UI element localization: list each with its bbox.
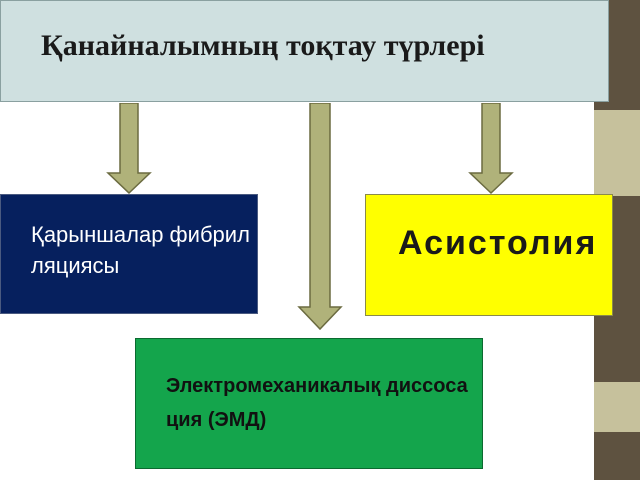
decor-stripe-4 bbox=[594, 382, 640, 432]
arrow-left bbox=[106, 103, 152, 195]
asystole-label: Асистолия bbox=[398, 224, 598, 262]
header-banner: Қанайналымның тоқтау түрлері bbox=[0, 0, 609, 102]
box-ventricular-fibrillation: Қарыншалар фибрилляциясы bbox=[0, 194, 258, 314]
box-emd: Электромеханикалық диссосация (ЭМД) bbox=[135, 338, 483, 469]
arrow-right bbox=[468, 103, 514, 195]
diagram-title: Қанайналымның тоқтау түрлері bbox=[41, 29, 485, 62]
arrow-middle bbox=[297, 103, 343, 331]
box-asystole: Асистолия bbox=[365, 194, 613, 316]
decor-stripe-5 bbox=[594, 432, 640, 480]
ventricular-fibrillation-label: Қарыншалар фибрилляциясы bbox=[31, 222, 250, 278]
decor-stripe-2 bbox=[594, 110, 640, 196]
emd-label: Электромеханикалық диссосация (ЭМД) bbox=[166, 375, 468, 431]
